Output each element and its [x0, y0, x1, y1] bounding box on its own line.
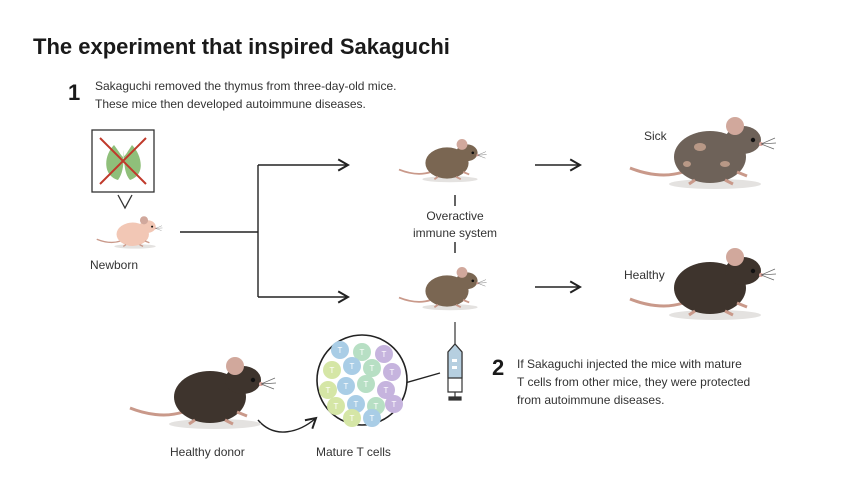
thymectomized-mouse-top-icon — [398, 138, 488, 184]
step-2-line: If Sakaguchi injected the mice with matu… — [517, 357, 742, 371]
t-cell-letter: T — [390, 368, 395, 377]
t-cell — [363, 409, 381, 427]
t-cell-letter: T — [350, 414, 355, 423]
t-cell-letter: T — [384, 386, 389, 395]
branch-arrows — [180, 158, 582, 433]
t-cell — [363, 359, 381, 377]
syringe-icon — [447, 322, 463, 401]
step-2-text: If Sakaguchi injected the mice with matu… — [517, 355, 750, 409]
thymus-removed-icon — [91, 129, 155, 210]
t-cell — [375, 345, 393, 363]
t-cell — [331, 341, 349, 359]
t-cell — [327, 397, 345, 415]
t-cell-letter: T — [354, 400, 359, 409]
healthy-label: Healthy — [624, 268, 665, 282]
overactive-immune-label: Overactive immune system — [405, 208, 505, 242]
step-2-line: T cells from other mice, they were prote… — [517, 375, 751, 389]
t-cell-letter: T — [326, 386, 331, 395]
mature-t-cells-label: Mature T cells — [316, 445, 391, 459]
step-1-line: Sakaguchi removed the thymus from three-… — [95, 79, 397, 93]
healthy-mouse-icon — [628, 246, 778, 322]
t-cell — [319, 381, 337, 399]
t-cell — [383, 363, 401, 381]
t-cell-letter: T — [364, 380, 369, 389]
step-1-number: 1 — [68, 80, 81, 105]
step-1-line: These mice then developed autoimmune dis… — [95, 97, 366, 111]
newborn-mouse-icon — [96, 215, 164, 250]
step-1-text: Sakaguchi removed the thymus from three-… — [95, 77, 396, 113]
t-cell — [343, 409, 361, 427]
healthy-donor-mouse-icon — [128, 355, 278, 431]
page-title: The experiment that inspired Sakaguchi — [33, 34, 450, 59]
t-cell-letter: T — [370, 414, 375, 423]
healthy-donor-label: Healthy donor — [170, 445, 245, 459]
t-cell-letter: T — [370, 364, 375, 373]
sick-mouse-icon — [628, 115, 778, 191]
t-cell-letter: T — [392, 400, 397, 409]
thymectomized-mouse-bottom-icon — [398, 266, 488, 312]
sick-label: Sick — [644, 129, 667, 143]
t-cell-letter: T — [350, 362, 355, 371]
t-cell — [353, 343, 371, 361]
overactive-line: immune system — [412, 226, 498, 240]
t-cell — [323, 361, 341, 379]
overactive-line: Overactive — [426, 209, 484, 223]
t-cell — [343, 357, 361, 375]
t-cell-letter: T — [330, 366, 335, 375]
step-2-line: from autoimmune diseases. — [517, 393, 665, 407]
t-cell-letter: T — [382, 350, 387, 359]
t-cell-letter: T — [360, 348, 365, 357]
t-cell-letter: T — [374, 402, 379, 411]
t-cell — [337, 377, 355, 395]
t-cell — [347, 395, 365, 413]
t-cell — [385, 395, 403, 413]
t-cell-letter: T — [334, 402, 339, 411]
t-cell-letter: T — [338, 346, 343, 355]
t-cell — [357, 375, 375, 393]
step-2-number: 2 — [492, 355, 505, 380]
t-cell — [377, 381, 395, 399]
newborn-label: Newborn — [90, 258, 139, 272]
t-cell-letter: T — [344, 382, 349, 391]
